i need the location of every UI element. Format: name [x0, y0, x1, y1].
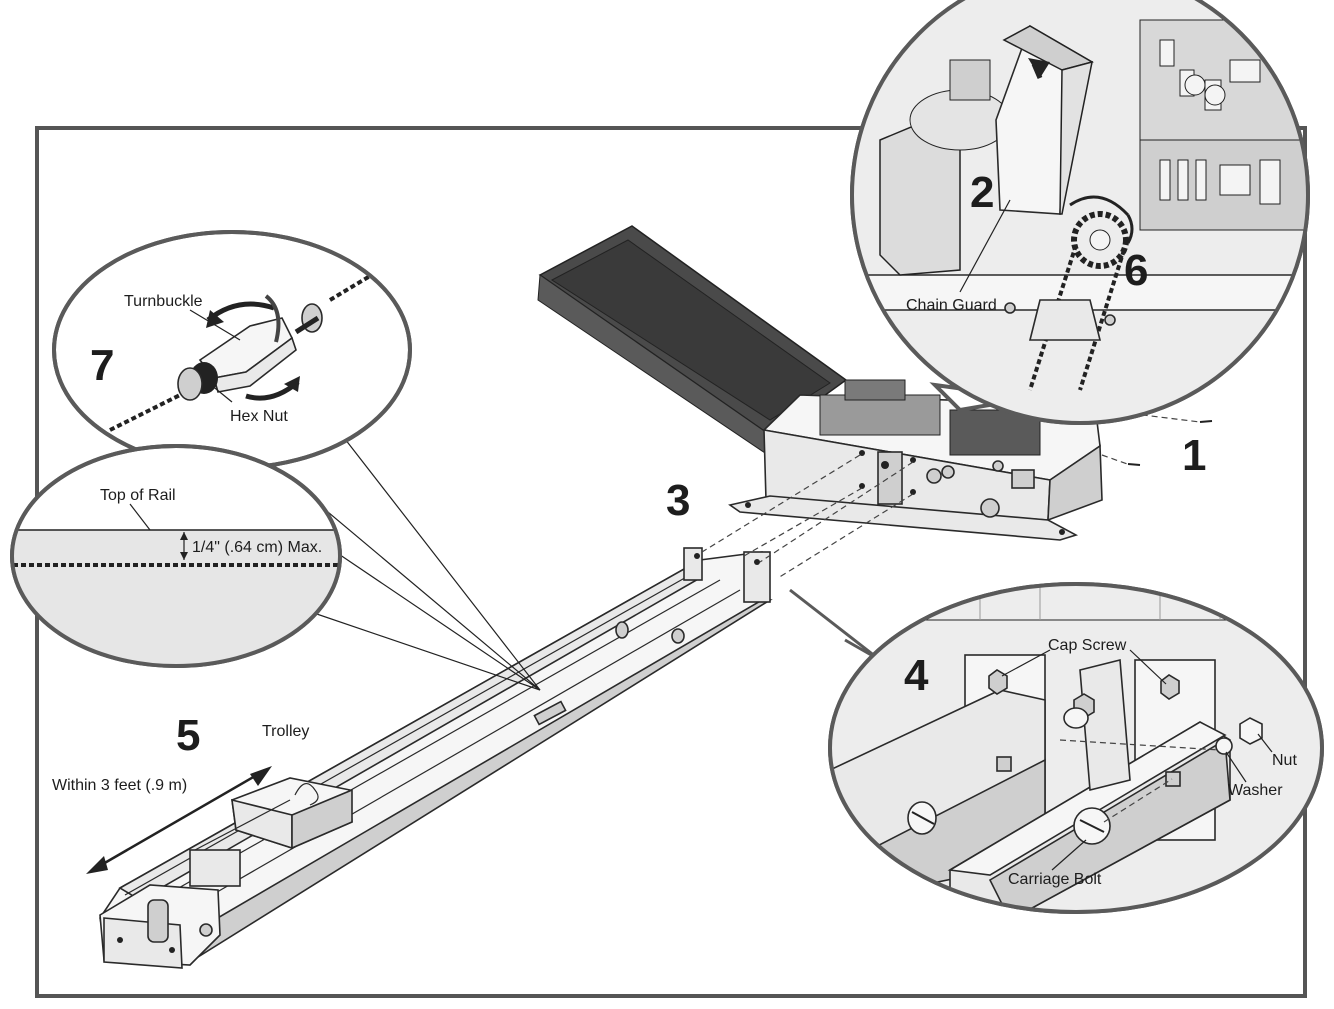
label-within-distance: Within 3 feet (.9 m): [52, 777, 187, 794]
callout-fasteners: [828, 582, 1324, 914]
label-carriage-bolt: Carriage Bolt: [1008, 871, 1102, 888]
step-number-7: 7: [90, 341, 114, 390]
label-washer: Washer: [1228, 782, 1283, 799]
rail-end-bracket: [99, 884, 221, 969]
callout-top-of-rail: [10, 444, 342, 668]
label-turnbuckle: Turnbuckle: [124, 293, 203, 310]
label-trolley: Trolley: [262, 723, 309, 740]
fastener-lines: [701, 409, 1213, 579]
callout-turnbuckle: [52, 230, 412, 470]
opener-motor-unit: [537, 225, 1103, 541]
step-number-6: 6: [1124, 246, 1148, 295]
callout-chain-guard: [850, 0, 1310, 425]
step-number-4: 4: [904, 651, 929, 700]
label-max-gap: 1/4" (.64 cm) Max.: [192, 539, 322, 556]
step-number-1: 1: [1182, 431, 1206, 480]
label-nut: Nut: [1272, 752, 1297, 769]
label-hex-nut: Hex Nut: [230, 408, 288, 425]
label-chain-guard: Chain Guard: [906, 297, 997, 314]
trolley: [189, 777, 353, 887]
step-number-3: 3: [666, 476, 690, 525]
label-top-of-rail: Top of Rail: [100, 487, 176, 504]
step-number-5: 5: [176, 711, 200, 760]
step-number-2: 2: [970, 168, 994, 217]
distance-arrow: [86, 766, 272, 874]
label-cap-screw: Cap Screw: [1048, 637, 1127, 654]
